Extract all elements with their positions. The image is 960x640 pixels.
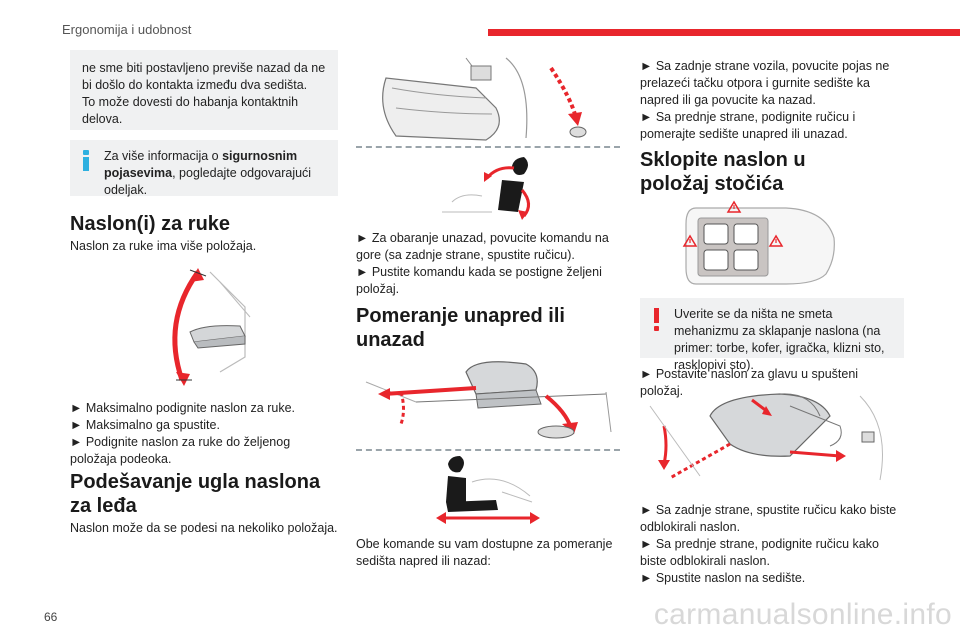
- backrest-heading: Podešavanje ugla naslona za leđa: [70, 471, 321, 517]
- backrest-intro: Naslon može da se podesi na nekoliko pol…: [70, 521, 338, 535]
- seat-slide-diagram: [436, 456, 540, 524]
- vehicle-seat-layout-illustration: [682, 200, 835, 285]
- recline-step-item: ► Pustite komandu kada se postigne želje…: [356, 265, 602, 296]
- recline-steps: ► Za obaranje unazad, povucite komandu n…: [356, 230, 620, 298]
- warning-icon: [652, 308, 662, 331]
- note-line: ne sme biti postavljeno previše nazad da…: [82, 61, 326, 75]
- section-title: Ergonomija i udobnost: [62, 22, 192, 37]
- note-box-top: ne sme biti postavljeno previše nazad da…: [70, 50, 338, 130]
- warning-text: Uverite se da ništa ne smeta mehanizmu z…: [674, 307, 885, 372]
- fore-aft-heading: Pomeranje unapred ili unazad: [356, 305, 565, 351]
- page-number: 66: [44, 610, 58, 624]
- note-line: To može dovesti do habanja kontaktnih: [82, 95, 299, 109]
- note-line: bi došlo do kontakta između dva sedišta.: [82, 78, 308, 92]
- divider-dashed: [356, 449, 620, 451]
- fore-aft-text: Obe komande su vam dostupne za pomeranje…: [356, 537, 613, 568]
- watermark: carmanualsonline.info: [653, 598, 952, 631]
- armrest-illustration: [172, 268, 251, 386]
- armrest-heading: Naslon(i) za ruke: [70, 213, 231, 235]
- seat-slide-illustration: [365, 361, 612, 439]
- info-note-box: Za više informacija o sigurnosnim pojase…: [70, 140, 338, 197]
- info-text-suffix: , pogledajte odgovarajući odeljak.: [104, 166, 312, 197]
- warning-note-box: Uverite se da ništa ne smeta mehanizmu z…: [640, 298, 904, 372]
- backrest-fold-illustration: [649, 393, 883, 481]
- armrest-steps: ► Maksimalno podignite naslon za ruke. ►…: [70, 400, 338, 468]
- fold-step-item: ► Sa zadnje strane, spustite ručicu kako…: [640, 503, 897, 534]
- armrest-step-item: ► Maksimalno podignite naslon za ruke.: [70, 401, 295, 415]
- backrest-angle-illustration: [442, 157, 530, 220]
- note-line: delova.: [82, 112, 123, 126]
- recline-step-item: ► Za obaranje unazad, povucite komandu n…: [356, 231, 609, 262]
- fold-steps: ► Sa zadnje strane, spustite ručicu kako…: [640, 502, 904, 587]
- armrest-step-item: ► Maksimalno ga spustite.: [70, 418, 220, 432]
- armrest-step-item: ► Podignite naslon za ruke do željenog p…: [70, 435, 291, 466]
- headrest-step: ► Postavite naslon za glavu u spušteni p…: [640, 367, 859, 398]
- col3-step-item: ► Sa prednje strane, podignite ručicu i …: [640, 110, 856, 141]
- divider-dashed: [356, 146, 620, 148]
- table-position-heading: Sklopite naslon u položaj stočića: [640, 149, 806, 195]
- seat-recline-illustration: [382, 57, 587, 141]
- info-icon: [82, 150, 90, 171]
- col3-step-item: ► Sa zadnje strane vozila, povucite poja…: [640, 59, 890, 107]
- fold-step-item: ► Sa prednje strane, podignite ručicu ka…: [640, 537, 879, 568]
- header-accent-bar: [488, 29, 960, 36]
- fold-step-item: ► Spustite naslon na sedište.: [640, 571, 806, 585]
- col3-steps-top: ► Sa zadnje strane vozila, povucite poja…: [640, 58, 904, 143]
- info-text-bold: sigurnosnim pojasevima: [104, 149, 298, 180]
- info-text-prefix: Za više informacija o: [104, 149, 223, 163]
- armrest-intro: Naslon za ruke ima više položaja.: [70, 239, 257, 253]
